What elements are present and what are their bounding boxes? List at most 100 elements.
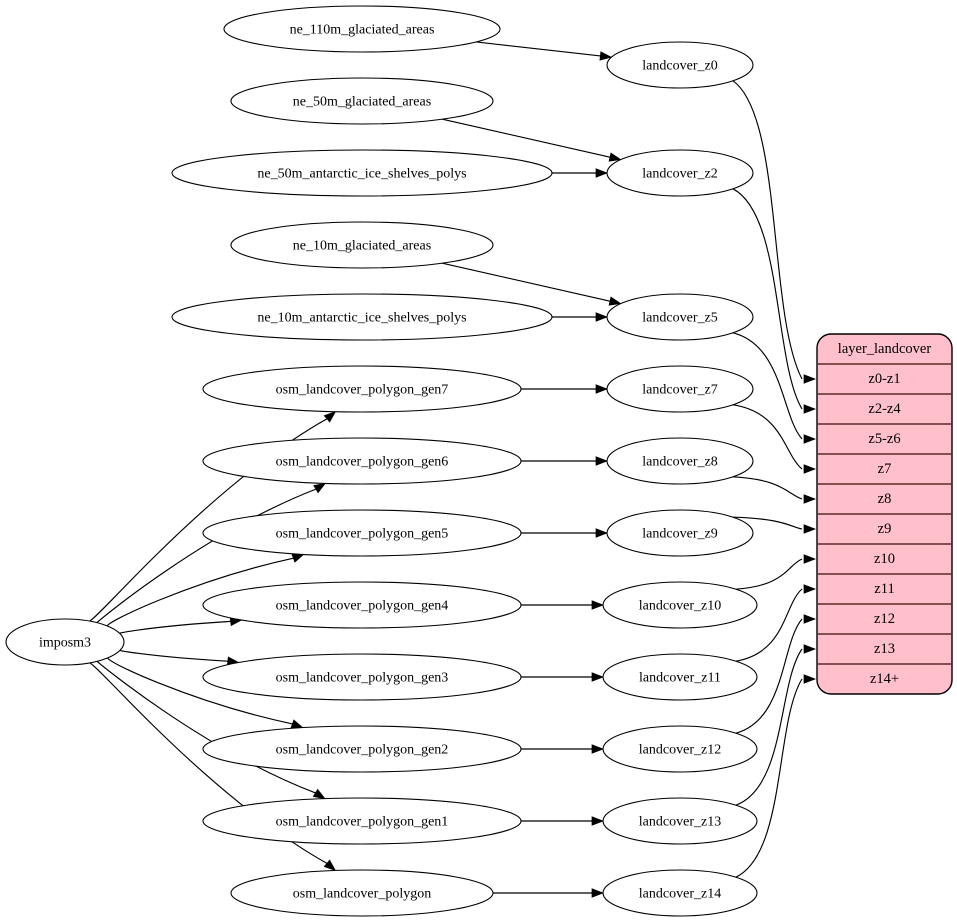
node-osm_landcover_polygon_gen1[interactable]: osm_landcover_polygon_gen1 (202, 797, 522, 845)
node-shape (202, 653, 522, 701)
edge-arrowhead (323, 411, 337, 423)
node-osm_landcover_polygon[interactable]: osm_landcover_polygon (230, 869, 494, 917)
node-shape (202, 437, 522, 485)
node-label: osm_landcover_polygon_gen7 (276, 383, 449, 398)
node-landcover_z13[interactable]: landcover_z13 (602, 797, 758, 845)
node-shape (202, 581, 522, 629)
node-shape (171, 293, 553, 341)
node-imposm3[interactable]: imposm3 (5, 618, 125, 666)
edge-arrowhead (608, 296, 622, 306)
node-ne_50m_glaciated_areas[interactable]: ne_50m_glaciated_areas (230, 77, 494, 125)
edge-landcover_z10-to-table-z10 (735, 558, 803, 590)
edge-arrowhead (803, 584, 816, 594)
node-landcover_z12[interactable]: landcover_z12 (602, 725, 758, 773)
node-osm_landcover_polygon_gen7[interactable]: osm_landcover_polygon_gen7 (202, 365, 522, 413)
edge-landcover_z14-to-table-z14+ (735, 678, 803, 878)
node-landcover_z9[interactable]: landcover_z9 (606, 509, 754, 557)
edge-ne_50m_glaciated_areas-to-landcover_z2 (442, 118, 611, 158)
nodes-layer: imposm3 ne_110m_glaciated_areas ne_50m_gla… (5, 5, 758, 917)
edge-arrowhead (312, 788, 326, 800)
node-shape (202, 725, 522, 773)
node-landcover_z8[interactable]: landcover_z8 (606, 437, 754, 485)
layer-table-row-z13[interactable]: z13 (874, 641, 895, 657)
node-label: landcover_z8 (642, 455, 717, 470)
layer-table-row-z12[interactable]: z12 (874, 611, 895, 627)
layer-table-row-z9[interactable]: z9 (878, 521, 892, 537)
edge-landcover_z5-to-table-z5-z6 (732, 332, 803, 440)
node-label: osm_landcover_polygon_gen1 (276, 815, 449, 830)
edge-arrowhead (803, 524, 816, 534)
edge-arrowhead (595, 528, 608, 538)
edge-imposm3-to-osm_landcover_polygon_gen2 (107, 657, 293, 725)
node-label: landcover_z11 (639, 671, 721, 686)
edge-arrowhead (803, 644, 816, 654)
node-osm_landcover_polygon_gen5[interactable]: osm_landcover_polygon_gen5 (202, 509, 522, 557)
edge-landcover_z0-to-table-z0-z1 (732, 80, 803, 380)
node-shape (606, 437, 754, 485)
node-label: landcover_z9 (642, 527, 717, 542)
layer-table-row-z14-[interactable]: z14+ (870, 671, 899, 687)
edge-imposm3-to-osm_landcover_polygon_gen4 (116, 620, 231, 636)
node-shape (202, 365, 522, 413)
node-osm_landcover_polygon_gen2[interactable]: osm_landcover_polygon_gen2 (202, 725, 522, 773)
edge-arrowhead (591, 744, 604, 754)
node-label: osm_landcover_polygon_gen3 (276, 671, 449, 686)
edge-arrowhead (803, 374, 816, 384)
node-label: osm_landcover_polygon (293, 887, 431, 902)
node-label: osm_landcover_polygon_gen2 (276, 743, 449, 758)
node-shape (606, 41, 754, 89)
node-label: osm_landcover_polygon_gen4 (276, 599, 449, 614)
node-label: landcover_z14 (639, 887, 721, 902)
layer-table-row-z8[interactable]: z8 (878, 491, 892, 507)
node-ne_10m_glaciated_areas[interactable]: ne_10m_glaciated_areas (230, 221, 494, 269)
edge-arrowhead (595, 384, 608, 394)
layer-landcover-table[interactable]: layer_landcoverz0-z1z2-z4z5-z6z7z8z9z10z… (816, 333, 953, 695)
node-osm_landcover_polygon_gen3[interactable]: osm_landcover_polygon_gen3 (202, 653, 522, 701)
node-ne_10m_antarctic_ice_shelves_polys[interactable]: ne_10m_antarctic_ice_shelves_polys (171, 293, 553, 341)
node-label: osm_landcover_polygon_gen6 (276, 455, 449, 470)
layer-table-row-z7[interactable]: z7 (878, 461, 892, 477)
node-ne_110m_glaciated_areas[interactable]: ne_110m_glaciated_areas (223, 5, 501, 53)
node-landcover_z11[interactable]: landcover_z11 (602, 653, 758, 701)
node-label: ne_50m_antarctic_ice_shelves_polys (257, 167, 466, 182)
layer-table-row-z2-z4[interactable]: z2-z4 (868, 401, 901, 417)
node-shape (602, 581, 758, 629)
edge-arrowhead (803, 434, 816, 444)
node-ne_50m_antarctic_ice_shelves_polys[interactable]: ne_50m_antarctic_ice_shelves_polys (171, 149, 553, 197)
node-landcover_z2[interactable]: landcover_z2 (606, 149, 754, 197)
node-shape (230, 77, 494, 125)
layer-table-row-z11[interactable]: z11 (874, 581, 894, 597)
node-label: landcover_z12 (639, 743, 721, 758)
node-label: landcover_z13 (639, 815, 721, 830)
layer-table-row-z0-z1[interactable]: z0-z1 (868, 371, 900, 387)
edge-landcover_z11-to-table-z11 (735, 588, 803, 662)
edge-imposm3-to-osm_landcover_polygon_gen5 (107, 557, 294, 627)
node-label: landcover_z10 (639, 599, 721, 614)
layer-table-row-z5-z6[interactable]: z5-z6 (868, 431, 900, 447)
layer-table-row-z10[interactable]: z10 (874, 551, 895, 567)
node-shape (223, 5, 501, 53)
edge-arrowhead (290, 719, 304, 729)
node-shape (602, 653, 758, 701)
node-label: ne_50m_glaciated_areas (293, 95, 431, 110)
node-landcover_z0[interactable]: landcover_z0 (606, 41, 754, 89)
node-landcover_z5[interactable]: landcover_z5 (606, 293, 754, 341)
node-shape (602, 797, 758, 845)
node-landcover_z14[interactable]: landcover_z14 (602, 869, 758, 917)
edge-ne_10m_glaciated_areas-to-landcover_z5 (442, 262, 611, 302)
edge-imposm3-to-osm_landcover_polygon_gen1 (96, 660, 316, 794)
node-osm_landcover_polygon_gen6[interactable]: osm_landcover_polygon_gen6 (202, 437, 522, 485)
node-label: imposm3 (39, 636, 91, 651)
node-label: ne_10m_antarctic_ice_shelves_polys (257, 311, 466, 326)
edge-arrowhead (803, 614, 816, 624)
edge-landcover_z7-to-table-z7 (732, 404, 803, 470)
edge-imposm3-to-osm_landcover_polygon_gen6 (96, 488, 317, 624)
node-osm_landcover_polygon_gen4[interactable]: osm_landcover_polygon_gen4 (202, 581, 522, 629)
node-landcover_z7[interactable]: landcover_z7 (606, 365, 754, 413)
node-shape (606, 509, 754, 557)
node-label: ne_10m_glaciated_areas (293, 239, 431, 254)
node-landcover_z10[interactable]: landcover_z10 (602, 581, 758, 629)
edge-landcover_z9-to-table-z9 (732, 516, 803, 530)
node-shape (606, 293, 754, 341)
